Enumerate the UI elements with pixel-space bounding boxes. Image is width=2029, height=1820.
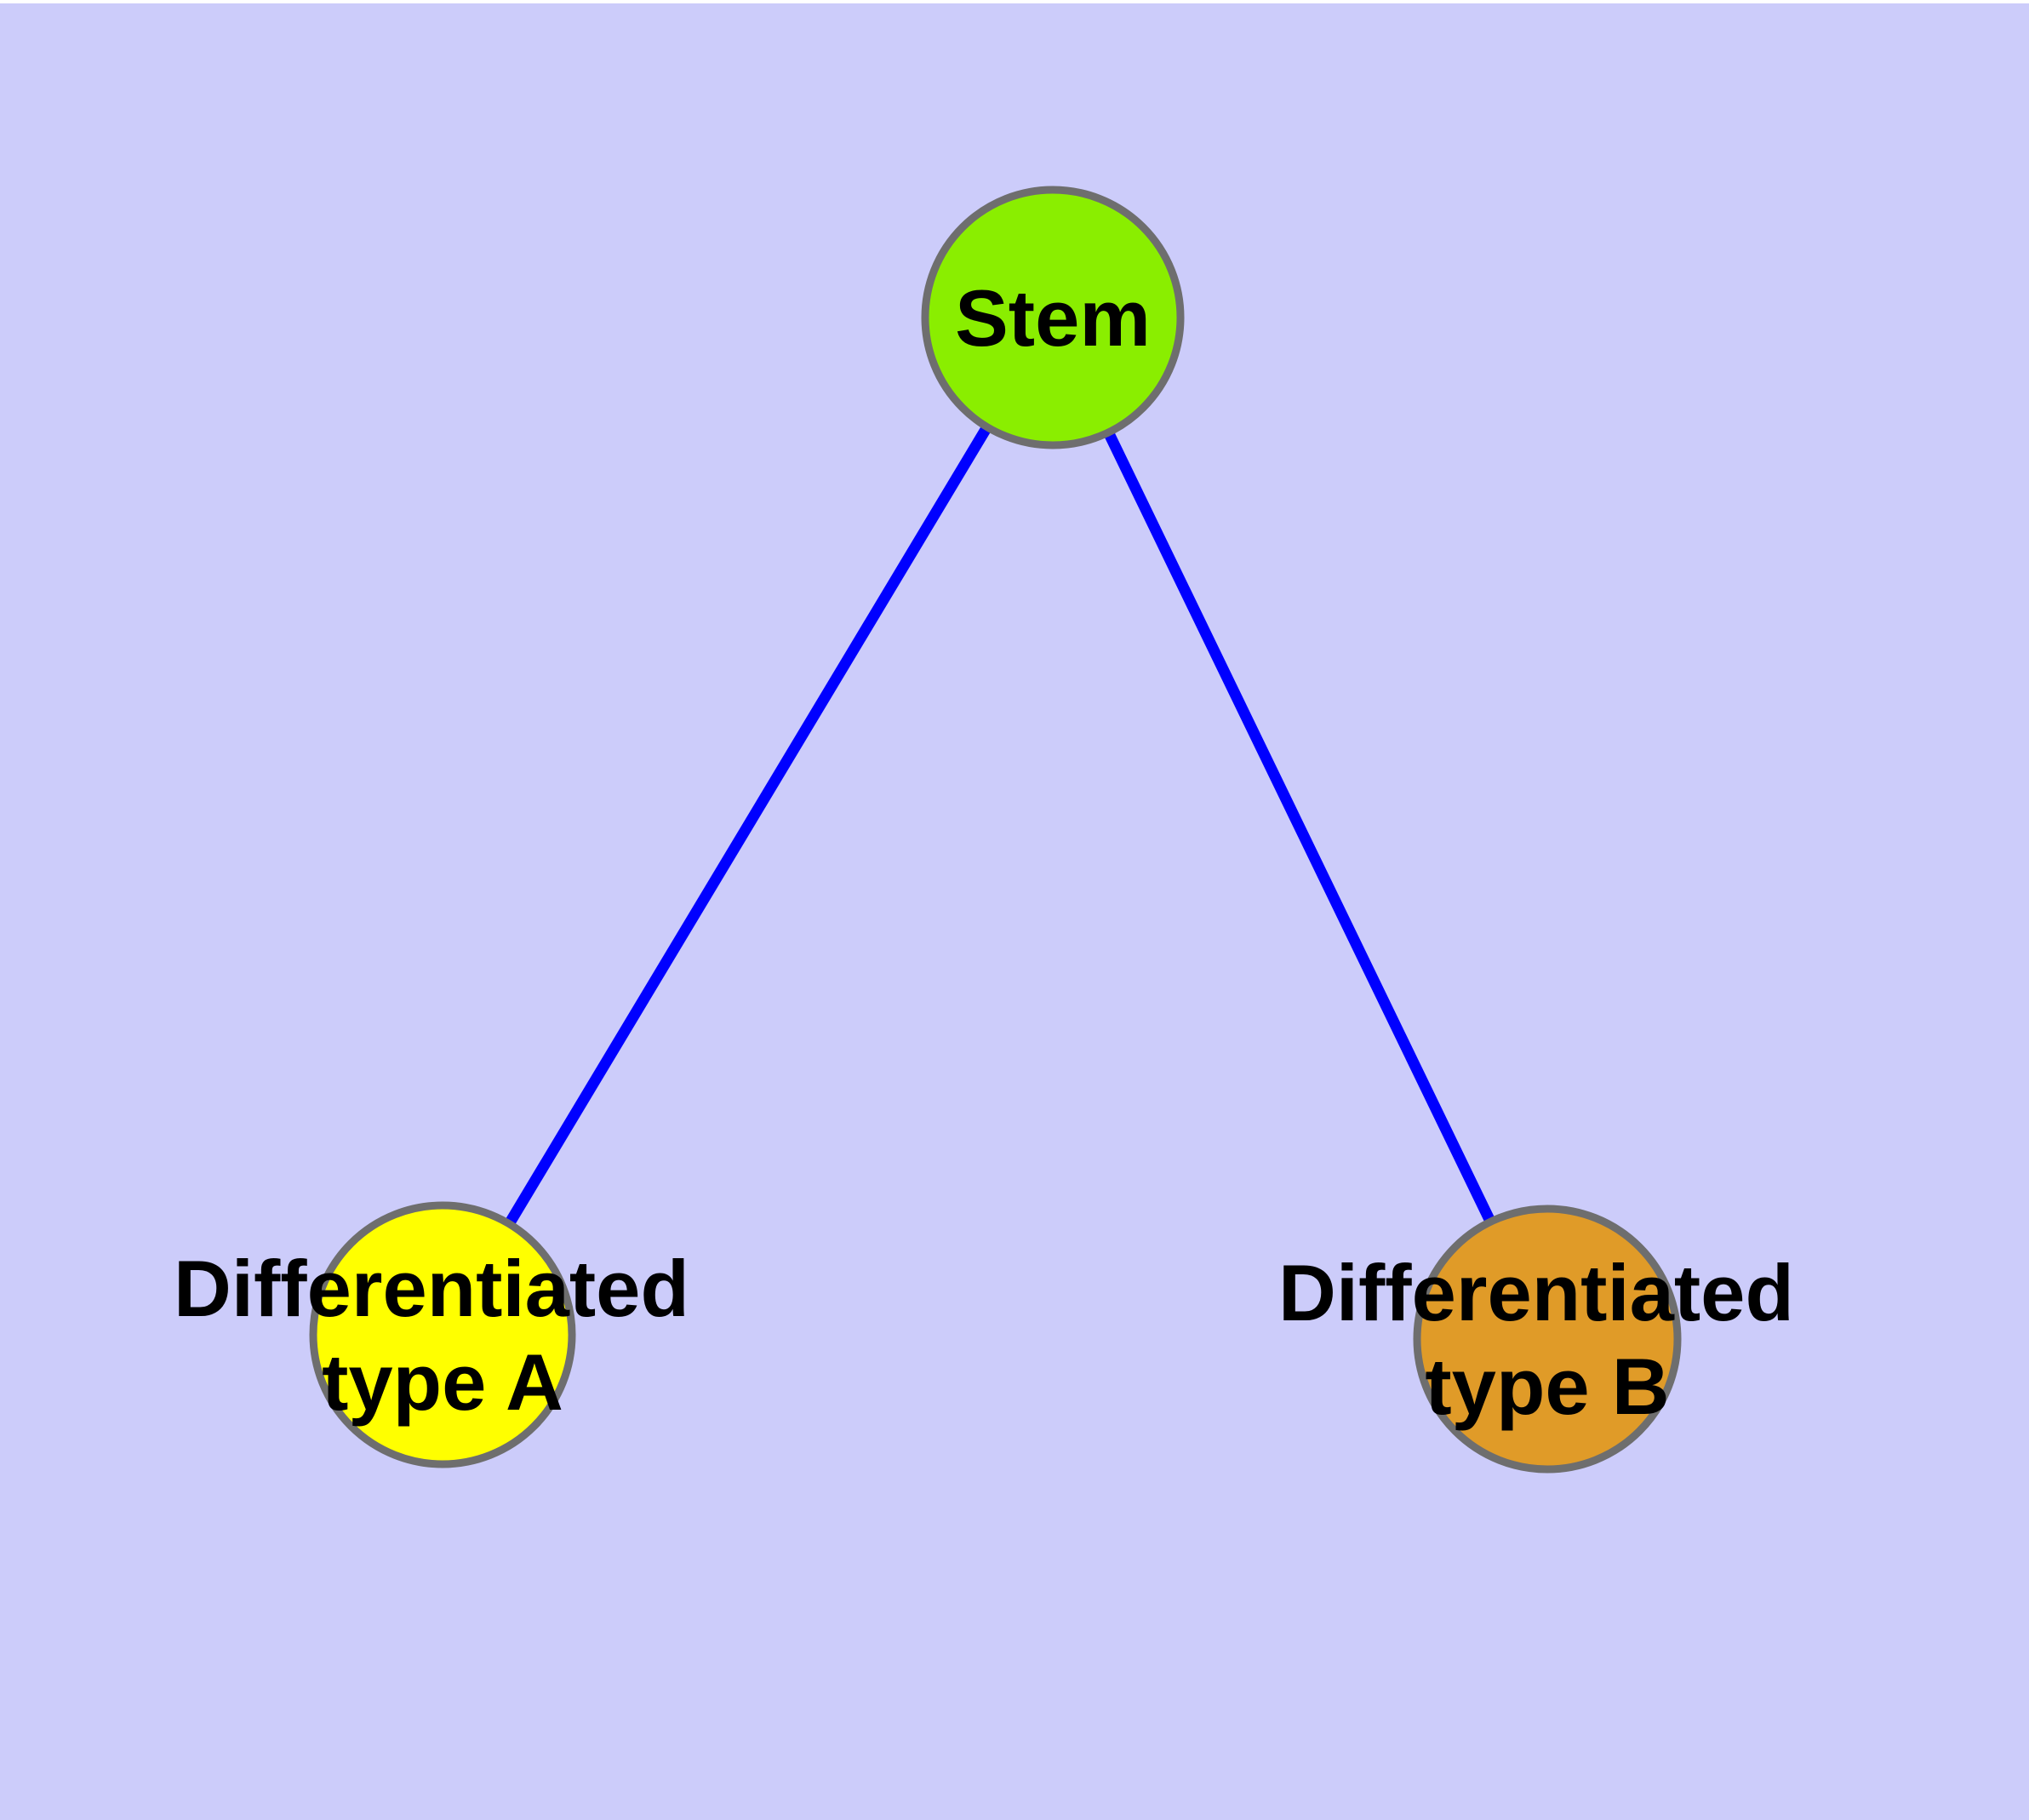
node-label-differentiated-type-b: Differentiated type B bbox=[1278, 1248, 1816, 1431]
edge-stem-to-differentiated-type-a[interactable] bbox=[437, 312, 1059, 1341]
diagram-background: Stem Differentiated type A Differentiate… bbox=[0, 3, 2029, 1820]
node-label-differentiated-type-b-line-1: Differentiated bbox=[1278, 1248, 1794, 1337]
node-differentiated-type-a[interactable] bbox=[309, 1201, 576, 1468]
node-label-differentiated-type-a-line-2: type A bbox=[322, 1337, 563, 1427]
graph-svg[interactable]: Stem Differentiated type A Differentiate… bbox=[0, 3, 2029, 1820]
edge-layer bbox=[437, 312, 1553, 1345]
node-label-stem-line-1: Stem bbox=[955, 273, 1151, 363]
node-stem[interactable] bbox=[921, 186, 1185, 449]
label-layer: Stem Differentiated type A Differentiate… bbox=[174, 273, 1816, 1431]
node-differentiated-type-b[interactable] bbox=[1413, 1205, 1682, 1474]
node-label-stem: Stem bbox=[955, 273, 1151, 363]
edge-stem-to-differentiated-type-b[interactable] bbox=[1047, 312, 1553, 1345]
node-label-differentiated-type-a: Differentiated type A bbox=[174, 1244, 712, 1427]
node-label-differentiated-type-b-line-2: type B bbox=[1425, 1342, 1669, 1431]
node-label-differentiated-type-a-line-1: Differentiated bbox=[174, 1244, 689, 1333]
node-layer bbox=[309, 186, 1682, 1474]
